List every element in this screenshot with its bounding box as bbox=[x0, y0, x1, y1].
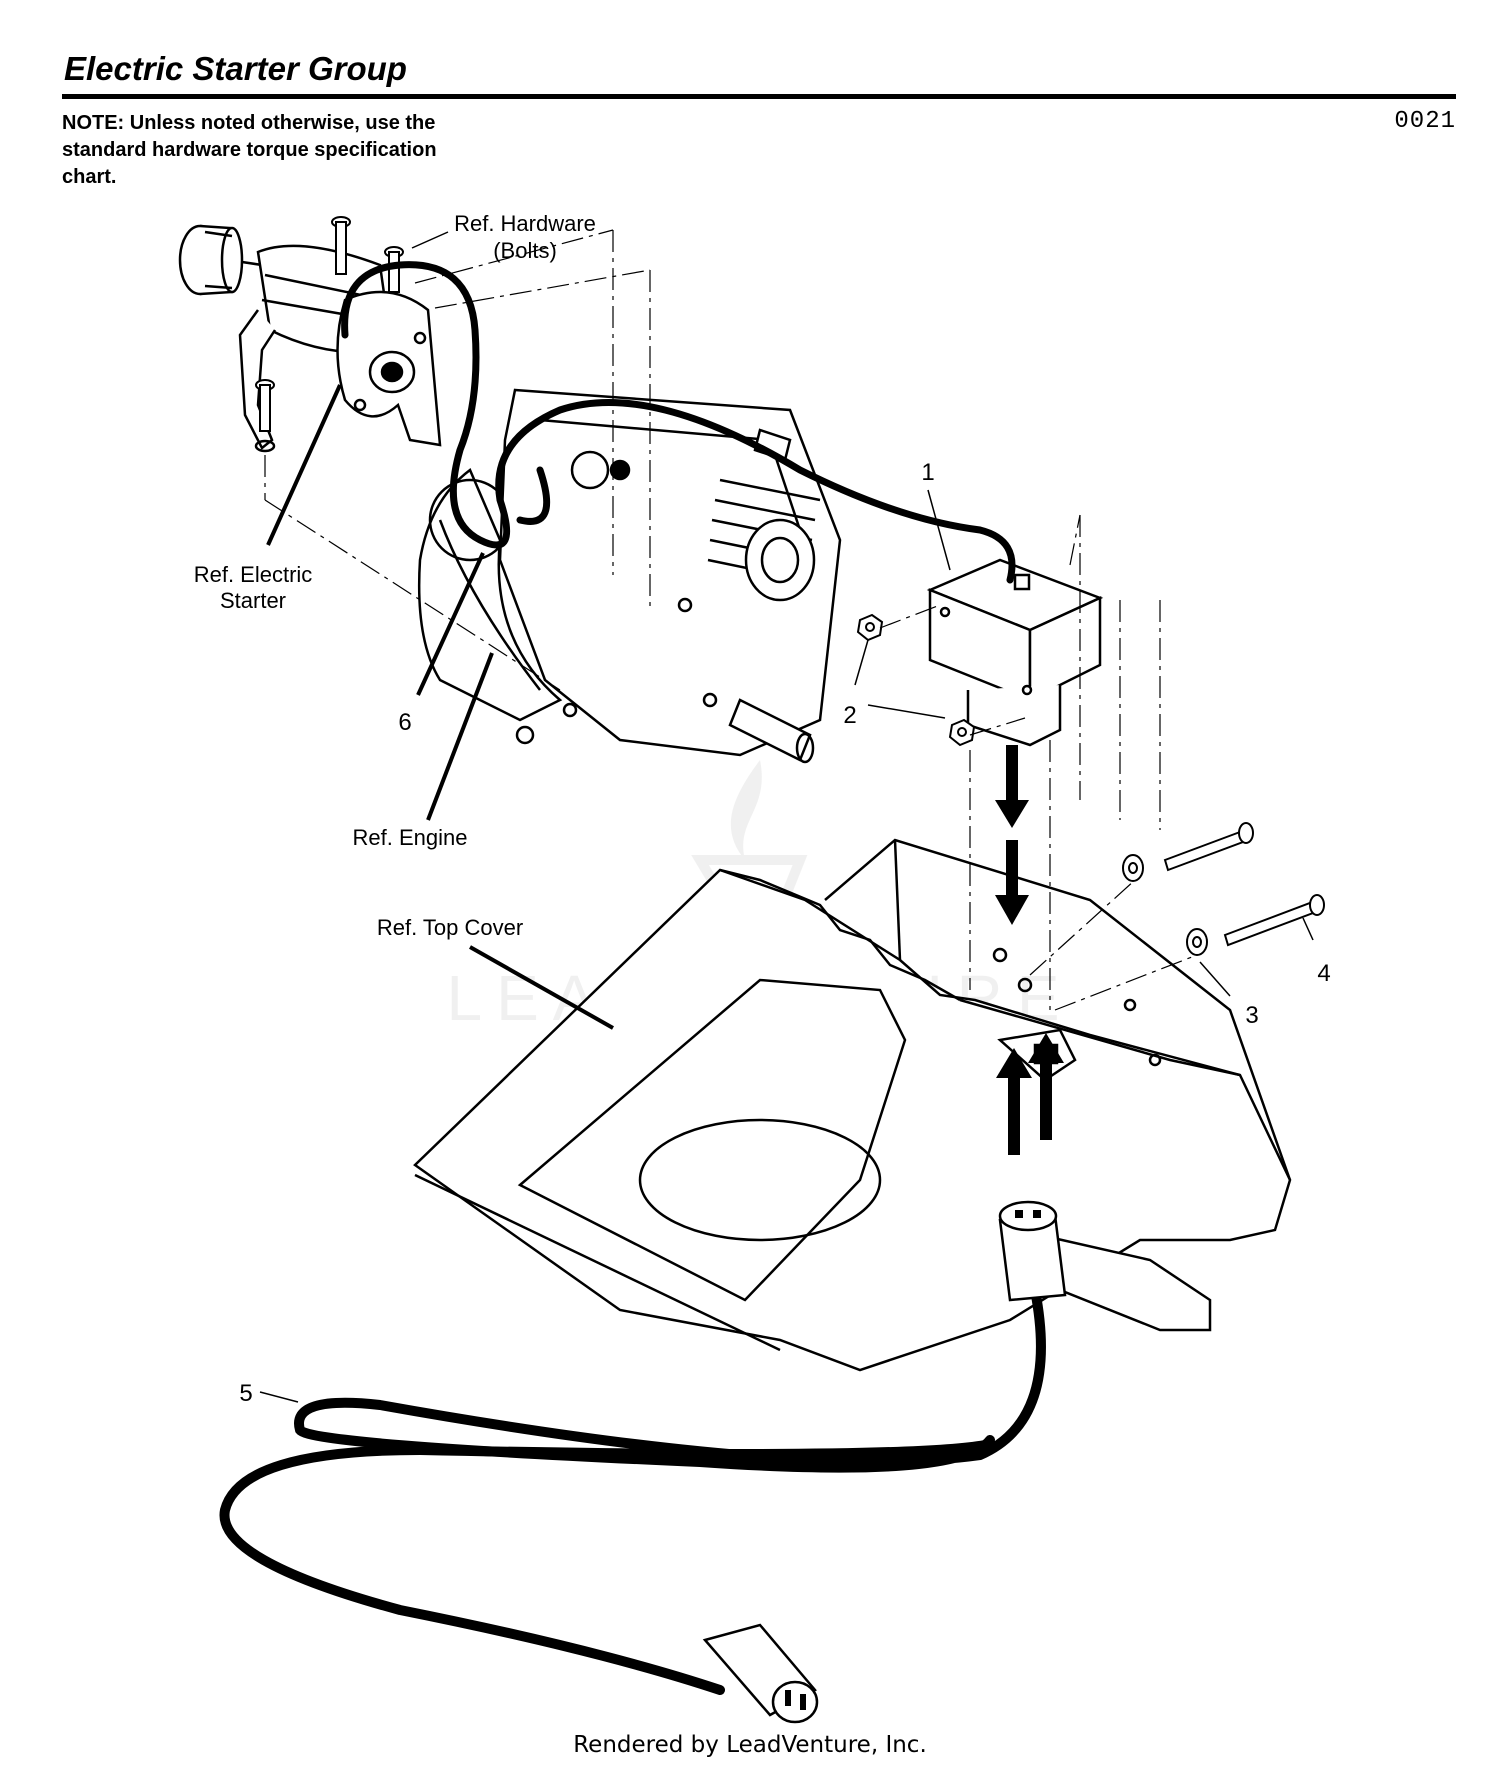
top-cover bbox=[413, 838, 1292, 1372]
arrow-socket-up bbox=[996, 1033, 1064, 1155]
engine bbox=[417, 388, 842, 764]
leader-lines bbox=[259, 231, 1314, 1403]
label-ref-electric-1: Ref. Electric bbox=[194, 562, 313, 587]
alignment-lines bbox=[264, 229, 1198, 1011]
ref-hardware-bolts bbox=[255, 216, 404, 432]
callout-3: 3 bbox=[1245, 1002, 1258, 1029]
callout-5: 5 bbox=[239, 1380, 252, 1407]
label-ref-hardware-2: (Bolts) bbox=[493, 238, 557, 263]
label-ref-engine: Ref. Engine bbox=[353, 825, 468, 850]
title-rule bbox=[62, 94, 1456, 99]
diagram-code: 0021 bbox=[1394, 108, 1456, 135]
callout-4: 4 bbox=[1317, 960, 1330, 987]
electric-starter bbox=[178, 224, 442, 453]
torque-note: NOTE: Unless noted otherwise, use the st… bbox=[62, 112, 437, 188]
callout-2a: 2 bbox=[843, 702, 856, 729]
assembly-arrows bbox=[995, 745, 1064, 1155]
callout-6: 6 bbox=[398, 709, 411, 736]
label-ref-electric-2: Starter bbox=[220, 588, 286, 613]
callout-1: 1 bbox=[921, 459, 934, 486]
solenoid-part-1 bbox=[926, 558, 1104, 747]
label-ref-hardware-1: Ref. Hardware bbox=[454, 211, 596, 236]
page-title: Electric Starter Group bbox=[64, 50, 407, 87]
label-ref-top-cover: Ref. Top Cover bbox=[377, 915, 523, 940]
cable-part-6 bbox=[341, 261, 1016, 584]
nuts-part-2 bbox=[856, 613, 976, 747]
arrow-solenoid-down bbox=[995, 745, 1029, 925]
render-footer: Rendered by LeadVenture, Inc. bbox=[573, 1732, 927, 1758]
cord-part-5 bbox=[219, 1200, 1067, 1724]
washers-part-3 bbox=[1122, 854, 1208, 956]
bolts-part-4 bbox=[1163, 822, 1325, 947]
